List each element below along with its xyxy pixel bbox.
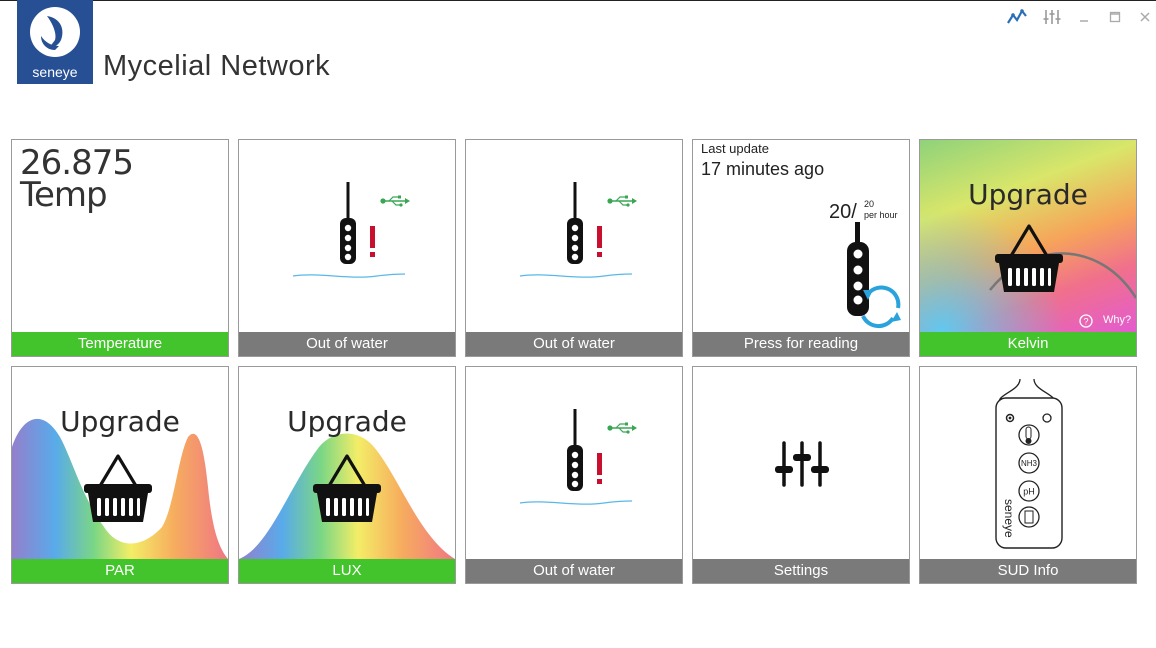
- tile-label: Out of water: [239, 332, 455, 356]
- probe-out-of-water-icon: [519, 407, 638, 505]
- tile-out-of-water[interactable]: Out of water: [465, 366, 683, 584]
- upgrade-text: Upgrade: [968, 178, 1088, 211]
- tile-label: Kelvin: [920, 332, 1136, 356]
- tile-settings[interactable]: Settings: [692, 366, 910, 584]
- refresh-probe-icon: [847, 222, 901, 329]
- seneye-logo: seneye: [17, 0, 93, 84]
- minimize-icon[interactable]: [1073, 6, 1095, 28]
- tile-press-for-reading[interactable]: Last update 17 minutes ago 20/ 20 per ho…: [692, 139, 910, 357]
- svg-text:seneye: seneye: [1002, 499, 1016, 538]
- svg-text:?: ?: [1083, 317, 1088, 327]
- reading-count: 20/: [829, 201, 857, 223]
- tile-label: Press for reading: [693, 332, 909, 356]
- tile-label: Settings: [693, 559, 909, 583]
- upgrade-text: Upgrade: [287, 405, 407, 438]
- tile-lux[interactable]: Upgrade LUX: [238, 366, 456, 584]
- basket-icon: ?: [989, 224, 1136, 328]
- tile-label: SUD Info: [920, 559, 1136, 583]
- top-border: [0, 0, 1156, 1]
- sliders-icon: [775, 441, 829, 487]
- temperature-value: 26.875: [20, 143, 134, 183]
- tile-label: Out of water: [466, 559, 682, 583]
- tile-out-of-water[interactable]: Out of water: [465, 139, 683, 357]
- tile-out-of-water[interactable]: Out of water: [238, 139, 456, 357]
- tile-label: Temperature: [12, 332, 228, 356]
- tile-kelvin[interactable]: Upgrade ? Why? Kelvin: [919, 139, 1137, 357]
- maximize-icon[interactable]: [1104, 6, 1126, 28]
- probe-out-of-water-icon: [519, 180, 638, 278]
- svg-text:seneye: seneye: [32, 64, 77, 80]
- sliders-icon[interactable]: [1041, 6, 1063, 28]
- reading-count-max: 20: [864, 199, 875, 209]
- temperature-sub: Temp: [20, 175, 108, 215]
- why-link[interactable]: Why?: [1103, 314, 1132, 326]
- page-title: Mycelial Network: [103, 50, 331, 82]
- last-update-title: Last update: [701, 141, 769, 156]
- tile-par[interactable]: Upgrade PAR: [11, 366, 229, 584]
- last-update-time: 17 minutes ago: [701, 159, 825, 179]
- par-spectrum-icon: [12, 418, 228, 559]
- probe-out-of-water-icon: [292, 180, 411, 278]
- reading-count-unit: per hour: [864, 210, 898, 220]
- close-icon[interactable]: [1134, 6, 1156, 28]
- upgrade-text: Upgrade: [60, 405, 180, 438]
- lux-spectrum-icon: [239, 433, 455, 559]
- tile-label: LUX: [239, 559, 455, 583]
- tile-label: Out of water: [466, 332, 682, 356]
- graph-icon[interactable]: [1006, 6, 1028, 28]
- tile-sud-info[interactable]: NH3 pH seneye SUD Info: [919, 366, 1137, 584]
- svg-text:pH: pH: [1023, 487, 1035, 497]
- sud-device-icon: NH3 pH seneye: [995, 378, 1063, 549]
- svg-text:NH3: NH3: [1021, 459, 1038, 468]
- tile-label: PAR: [12, 559, 228, 583]
- tile-temperature[interactable]: 26.875 Temp Temperature: [11, 139, 229, 357]
